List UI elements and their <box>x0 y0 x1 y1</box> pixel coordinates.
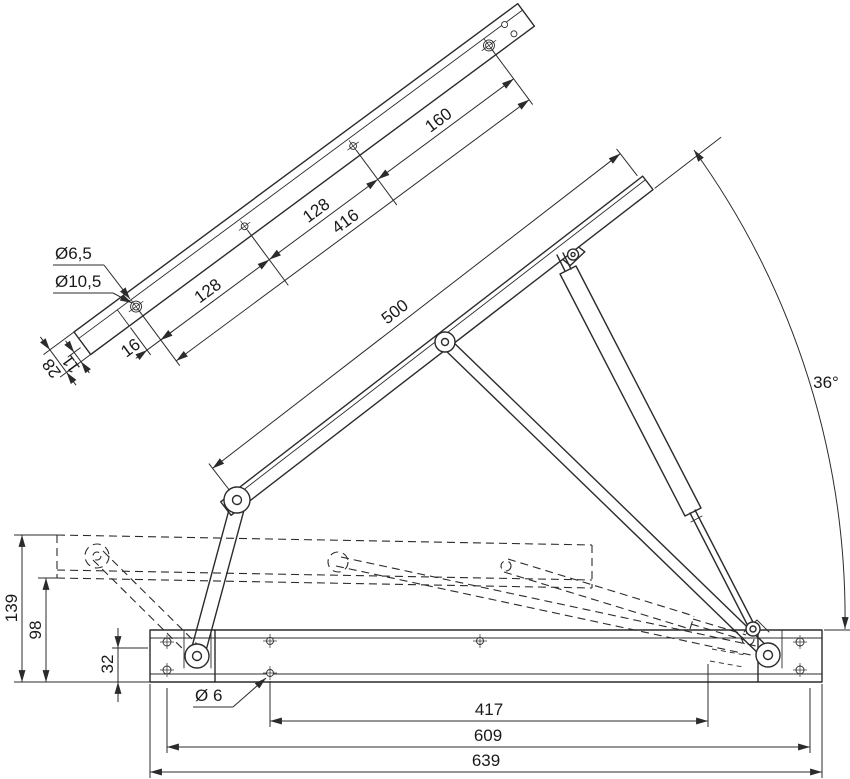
lift-rail: 500 <box>208 136 722 516</box>
dim-32: 32 <box>98 655 117 674</box>
dim-160: 160 <box>421 104 455 136</box>
base-mounting-holes <box>160 634 807 680</box>
callout-6: Ø 6 <box>195 686 222 705</box>
angle-36-label: 36° <box>813 373 839 392</box>
dim-16: 16 <box>117 335 144 362</box>
dim-500-group: 500 <box>208 148 638 491</box>
hidden-detail-lines <box>709 648 746 668</box>
dim-609: 609 <box>474 726 502 745</box>
dim-98: 98 <box>26 621 45 640</box>
angle-dimension: 36° <box>693 149 850 631</box>
dim-28: 28 <box>39 355 66 382</box>
hole-callouts: Ø6,5 Ø10,5 <box>53 244 133 304</box>
dim-416: 416 <box>328 205 362 237</box>
dim-639: 639 <box>472 751 500 770</box>
detail-rail: 16 128 128 160 416 28 11 <box>39 2 536 386</box>
gas-strut <box>556 252 757 631</box>
callout-10-5: Ø10,5 <box>55 272 101 291</box>
height-dimensions: 139 98 32 <box>2 534 150 702</box>
dim-500: 500 <box>378 296 412 328</box>
callout-6-5: Ø6,5 <box>55 244 92 263</box>
rail-length-dimensions: 16 128 128 160 416 <box>117 49 534 366</box>
dim-128-a: 128 <box>191 275 225 307</box>
width-dimensions: Ø 6 417 609 639 <box>149 664 823 778</box>
rail-holes <box>128 21 518 315</box>
base-frame <box>149 629 823 683</box>
long-link <box>440 337 773 660</box>
dim-417: 417 <box>475 700 503 719</box>
pivot-joints <box>184 331 781 669</box>
lever-link <box>189 494 248 659</box>
dim-139: 139 <box>2 594 21 622</box>
